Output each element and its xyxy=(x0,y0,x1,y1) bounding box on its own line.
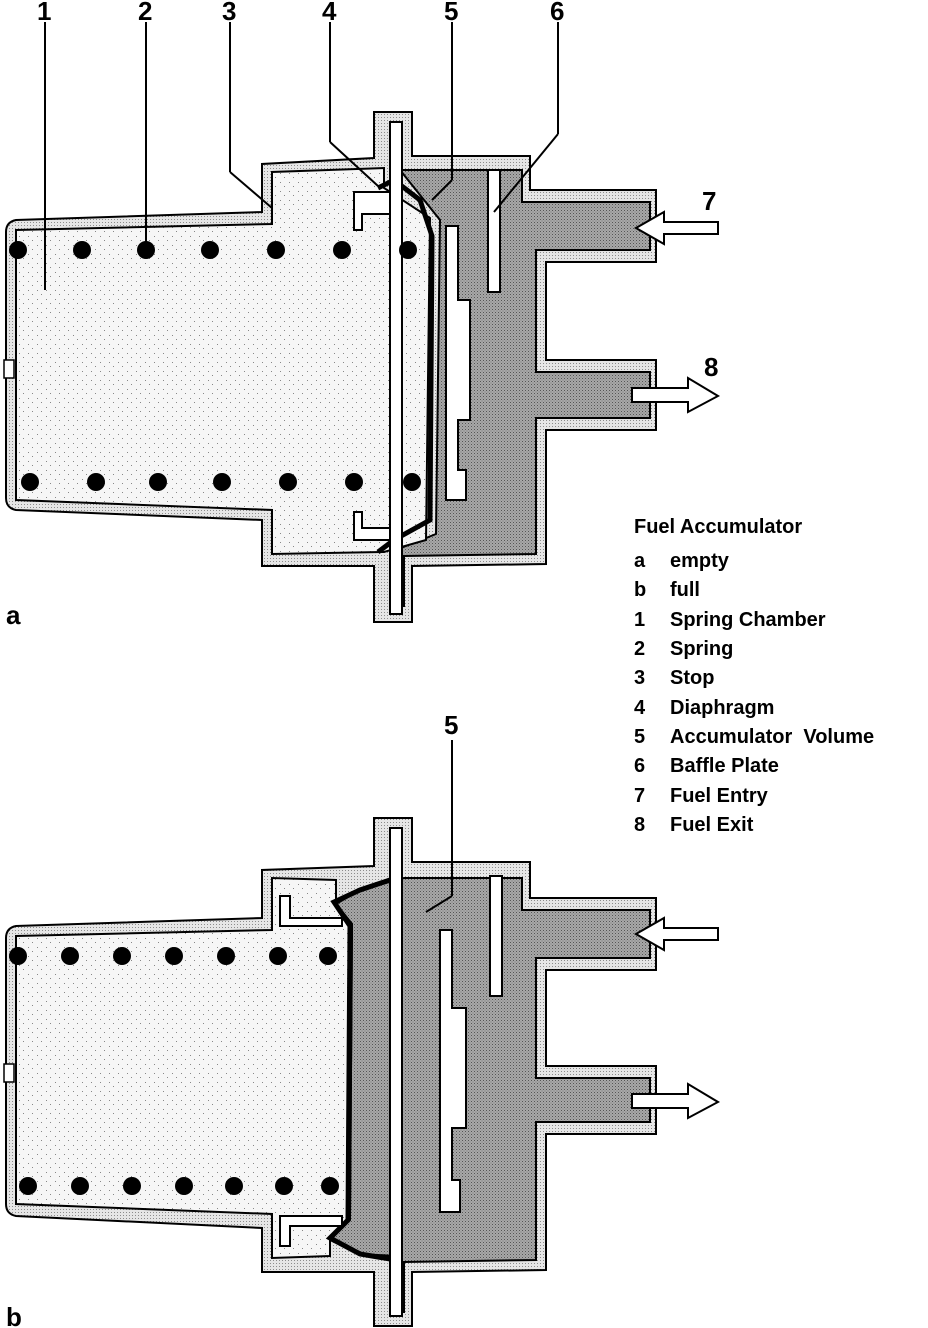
legend-label: full xyxy=(670,579,700,602)
panel-b-baffle-plate xyxy=(489,875,503,997)
legend-key: 6 xyxy=(634,755,646,778)
legend-label: empty xyxy=(670,550,729,573)
legend-label: Fuel Entry xyxy=(670,784,768,807)
panel-a-inlet-arrow xyxy=(633,210,719,246)
panel-a-baffle-plate xyxy=(487,169,501,293)
panel-a-plate-strip xyxy=(445,225,471,501)
callout-6: 6 xyxy=(550,0,564,26)
legend-label: Stop xyxy=(670,667,715,690)
legend-key: b xyxy=(634,579,647,602)
panel-b-letter: b xyxy=(6,1302,22,1328)
legend-item-2: 2 Spring xyxy=(634,635,874,664)
legend-label: Diaphragm xyxy=(670,696,775,719)
panel-a-tube xyxy=(389,121,403,615)
panel-b-spring-chamber xyxy=(15,876,354,1260)
legend-item-4: 4 Diaphragm xyxy=(634,693,874,722)
legend-label: Accumulator Volume xyxy=(670,725,875,748)
panel-b-side-tab xyxy=(3,1063,15,1083)
legend-item-a: a empty xyxy=(634,547,874,576)
legend-item-b: b full xyxy=(634,576,874,605)
panel-b-outlet-arrow xyxy=(631,1082,721,1120)
callout-8: 8 xyxy=(704,352,718,382)
panel-a-callouts: 1 2 3 4 5 6 7 8 xyxy=(37,0,718,382)
callout-1: 1 xyxy=(37,0,51,26)
panel-b-plate-strip xyxy=(439,929,467,1213)
callout-4: 4 xyxy=(322,0,337,26)
callout-2: 2 xyxy=(138,0,152,26)
panel-a-outlet-arrow xyxy=(631,376,721,414)
legend-item-8: 8 Fuel Exit xyxy=(634,811,874,840)
panel-b-leader-lines xyxy=(425,740,453,913)
callout-7: 7 xyxy=(702,186,716,216)
legend-key: 7 xyxy=(634,784,646,807)
panel-b-tube xyxy=(389,827,403,1317)
legend-label: Spring xyxy=(670,638,734,661)
panel-b-inlet-arrow xyxy=(633,916,719,952)
legend-label: Fuel Exit xyxy=(670,813,754,836)
legend-item-5: 5 Accumulator Volume xyxy=(634,723,874,752)
legend-key: 8 xyxy=(634,813,646,836)
legend-item-7: 7 Fuel Entry xyxy=(634,781,874,810)
legend-title: Fuel Accumulator xyxy=(634,516,803,538)
legend-key: 4 xyxy=(634,696,646,719)
panel-b-diaphragm xyxy=(325,875,397,1263)
panel-b-stop-bottom xyxy=(279,1215,343,1247)
panel-a-spring-chamber xyxy=(15,166,432,556)
legend-key: 5 xyxy=(634,725,646,748)
legend-key: 1 xyxy=(634,608,646,631)
legend-key: 2 xyxy=(634,638,646,661)
legend-item-3: 3 Stop xyxy=(634,664,874,693)
panel-b-callout-5: 5 xyxy=(444,710,458,740)
legend-item-1: 1 Spring Chamber xyxy=(634,606,874,635)
panel-b-stop-top xyxy=(279,895,343,927)
legend-key: 3 xyxy=(634,667,646,690)
callout-5: 5 xyxy=(444,0,458,26)
panel-a-letter: a xyxy=(6,600,21,630)
panel-b-drawing xyxy=(3,740,721,1327)
legend-item-6: 6 Baffle Plate xyxy=(634,752,874,781)
panel-b-spring-coils xyxy=(9,947,339,1195)
panel-a-drawing xyxy=(3,22,721,623)
legend-label: Spring Chamber xyxy=(670,608,826,631)
callout-3: 3 xyxy=(222,0,236,26)
panel-a-leader-lines xyxy=(44,22,559,290)
legend: Fuel Accumulator a empty b full 1 Spring… xyxy=(634,516,874,840)
legend-label: Baffle Plate xyxy=(670,755,779,778)
legend-key: a xyxy=(634,550,646,573)
panel-a-side-tab xyxy=(3,359,15,379)
